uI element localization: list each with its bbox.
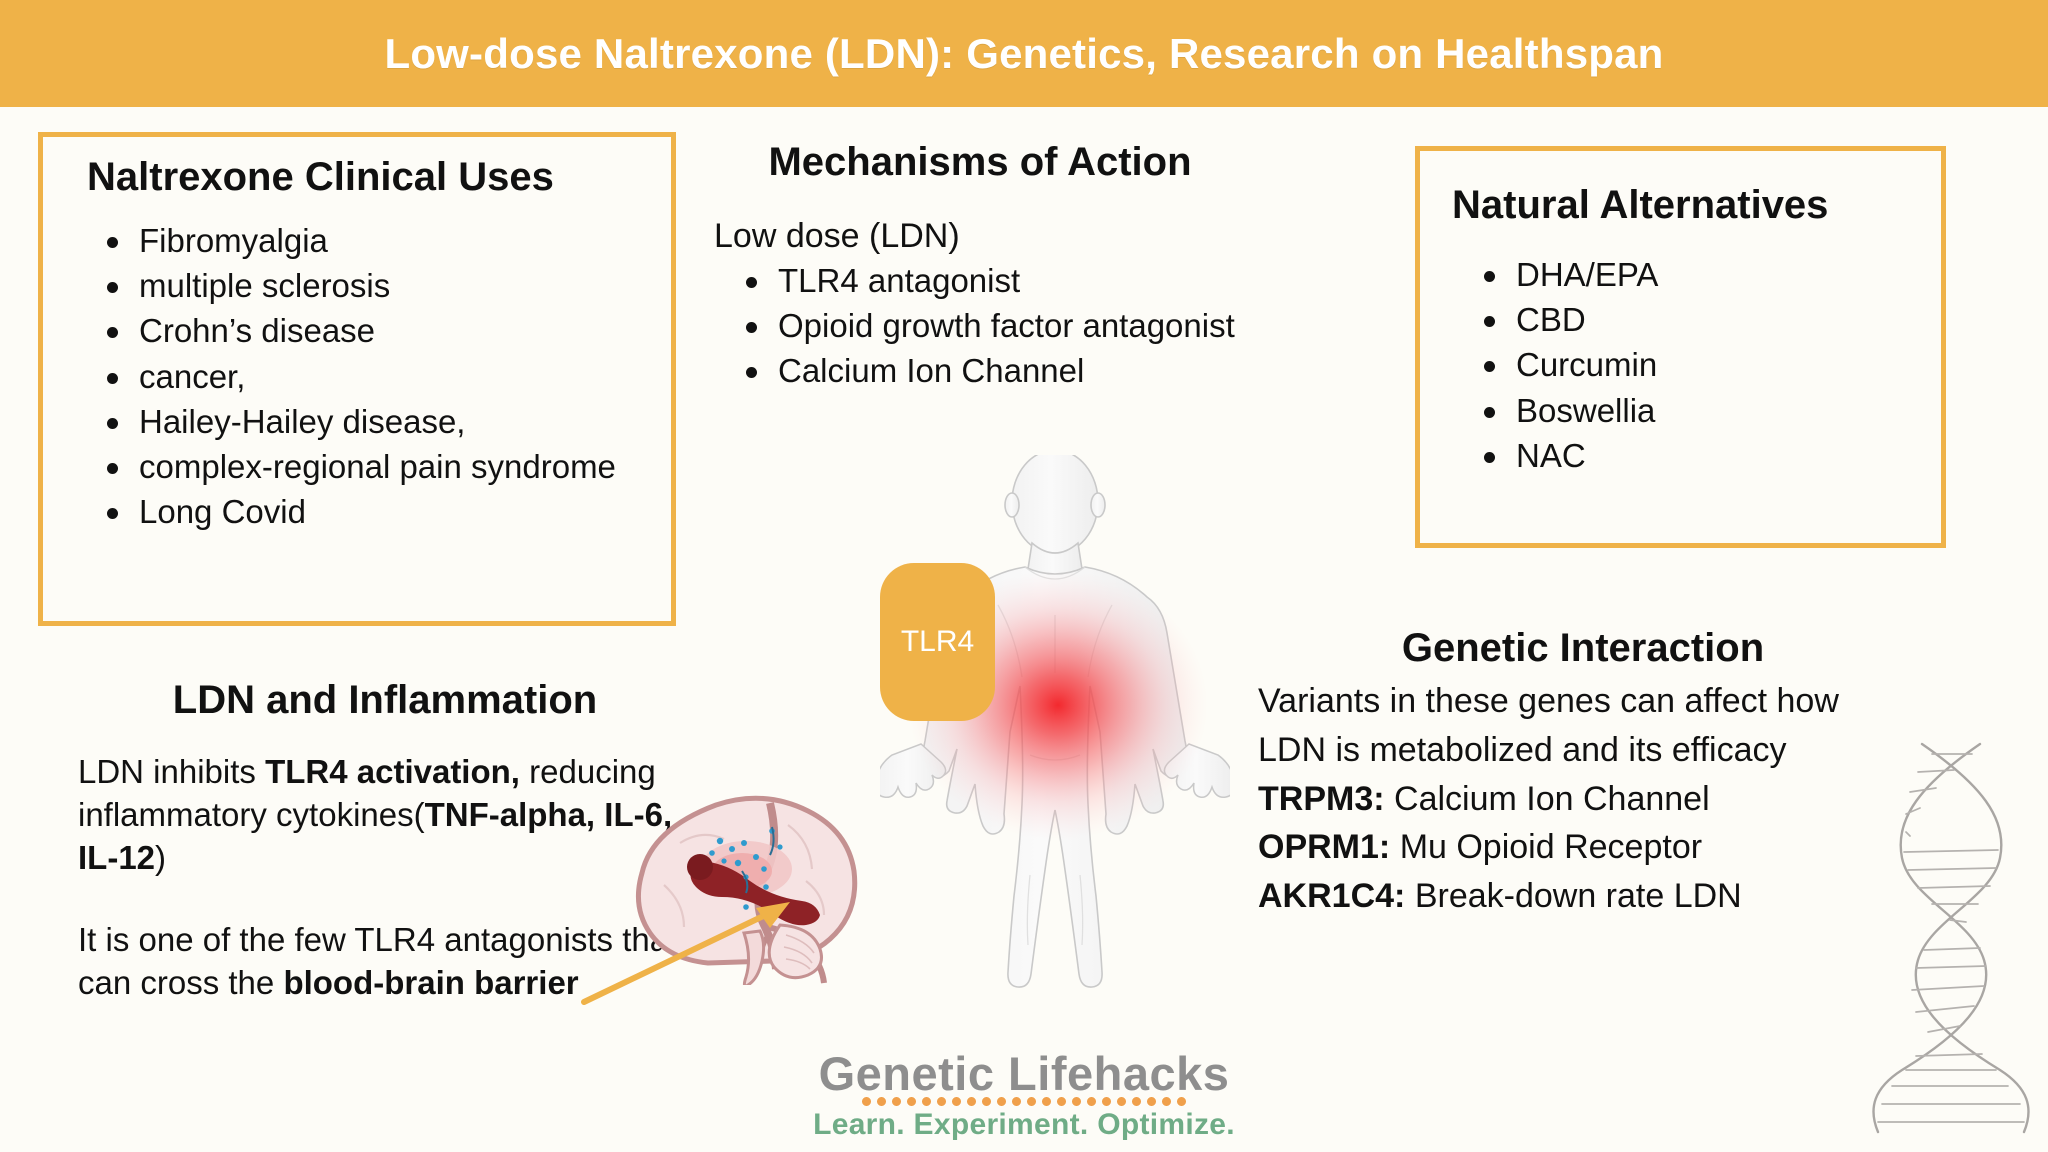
- cytokine-dots: [709, 828, 783, 910]
- gene-entry: TRPM3: Calcium Ion Channel: [1258, 777, 1998, 822]
- list-item: Hailey-Hailey disease,: [107, 401, 653, 443]
- natural-alternatives-list: DHA/EPA CBD Curcumin Boswellia NAC: [1438, 254, 1923, 477]
- page-header: Low-dose Naltrexone (LDN): Genetics, Res…: [0, 0, 2048, 107]
- list-item: Crohn’s disease: [107, 310, 653, 352]
- text-fragment: (: [413, 795, 425, 833]
- list-item: NAC: [1484, 435, 1923, 477]
- gene-description: Calcium Ion Channel: [1394, 779, 1710, 818]
- brain-illustration: [635, 795, 858, 985]
- ldn-inflammation-paragraph-2: It is one of the few TLR4 antagonists th…: [78, 919, 678, 1005]
- ldn-inflammation-title: LDN and Inflammation: [172, 678, 598, 722]
- mechanisms-panel: Mechanisms of Action Low dose (LDN) TLR4…: [700, 140, 1260, 396]
- gene-entry: OPRM1: Mu Opioid Receptor: [1258, 825, 1998, 870]
- list-item: Fibromyalgia: [107, 220, 653, 262]
- text-fragment: reducing inflammatory cytokines: [78, 752, 656, 833]
- ldn-inflammation-paragraph-1: LDN inhibits TLR4 activation, reducing i…: [78, 751, 678, 880]
- gene-name: TRPM3:: [1258, 779, 1385, 818]
- brainstem: [741, 929, 766, 985]
- genetics-intro-line-1: Variants in these genes can affect how: [1258, 681, 1839, 720]
- genetic-interaction-title: Genetic Interaction: [1401, 626, 1765, 670]
- logo-wordmark: Genetic Lifehacks: [818, 1047, 1230, 1100]
- list-item: cancer,: [107, 356, 653, 398]
- list-item: complex-regional pain syndrome: [107, 446, 653, 488]
- list-item: multiple sclerosis: [107, 265, 653, 307]
- natural-alternatives-title: Natural Alternatives: [1452, 183, 1829, 227]
- list-item: Calcium Ion Channel: [746, 350, 1260, 392]
- hippocampus-structure: [690, 861, 820, 926]
- tlr4-badge: TLR4: [880, 563, 995, 721]
- list-item: CBD: [1484, 299, 1923, 341]
- page-title: Low-dose Naltrexone (LDN): Genetics, Res…: [384, 29, 1664, 77]
- list-item: TLR4 antagonist: [746, 260, 1260, 302]
- head-shape: [1011, 455, 1099, 555]
- gene-name: OPRM1:: [1258, 828, 1391, 867]
- list-item: Long Covid: [107, 491, 653, 533]
- logo-tagline: Learn. Experiment. Optimize.: [813, 1108, 1235, 1141]
- clinical-uses-list: Fibromyalgia multiple sclerosis Crohn’s …: [61, 220, 653, 534]
- text-bold-blood-brain-barrier: blood-brain barrier: [283, 964, 579, 1002]
- natural-alternatives-panel: Natural Alternatives DHA/EPA CBD Curcumi…: [1415, 146, 1946, 548]
- human-body-illustration: [880, 455, 1230, 988]
- list-item: Boswellia: [1484, 390, 1923, 432]
- list-item: DHA/EPA: [1484, 254, 1923, 296]
- genetic-interaction-panel: Genetic Interaction Variants in these ge…: [1258, 626, 1998, 923]
- cerebellum: [767, 923, 823, 980]
- dna-helix-illustration: [1872, 742, 2030, 1134]
- text-bold-cytokines: TNF-alpha, IL-6, IL-12: [78, 795, 673, 876]
- text-bold-tlr4-activation: TLR4 activation,: [265, 752, 520, 790]
- ldn-inflammation-panel: LDN and Inflammation LDN inhibits TLR4 a…: [78, 678, 678, 1005]
- gene-description: Break-down rate LDN: [1414, 877, 1742, 916]
- mechanisms-title: Mechanisms of Action: [768, 140, 1192, 184]
- genetics-intro-line-2: LDN is metabolized and its efficacy: [1258, 730, 1787, 769]
- gene-description: Mu Opioid Receptor: [1399, 828, 1703, 867]
- text-fragment: LDN inhibits: [78, 752, 266, 790]
- logo-dot-divider: [859, 1097, 1189, 1106]
- list-item: Opioid growth factor antagonist: [746, 305, 1260, 347]
- clinical-uses-panel: Naltrexone Clinical Uses Fibromyalgia mu…: [38, 132, 676, 626]
- gene-entry: AKR1C4: Break-down rate LDN: [1258, 874, 1998, 919]
- mechanisms-lead: Low dose (LDN): [714, 216, 960, 255]
- list-item: Curcumin: [1484, 344, 1923, 386]
- clinical-uses-title: Naltrexone Clinical Uses: [87, 155, 554, 199]
- text-fragment: ): [155, 838, 167, 876]
- tlr4-badge-label: TLR4: [900, 625, 975, 658]
- mechanisms-list: TLR4 antagonist Opioid growth factor ant…: [700, 260, 1260, 393]
- arrow-to-brain-icon: [581, 902, 790, 1005]
- gene-name: AKR1C4:: [1258, 877, 1406, 916]
- text-fragment: It is one of the few TLR4 antagonists th…: [78, 921, 678, 1002]
- site-logo: Genetic Lifehacks Learn. Experiment. Opt…: [0, 1046, 2048, 1142]
